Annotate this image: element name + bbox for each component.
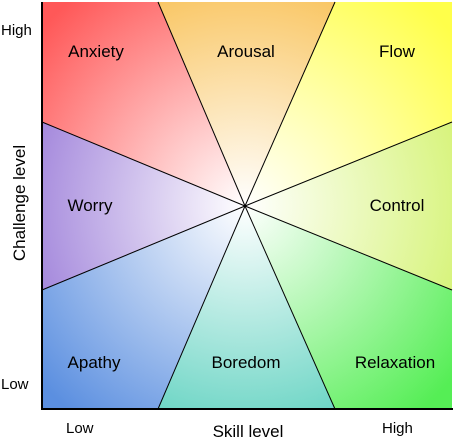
label-arousal: Arousal (217, 42, 275, 61)
region-arousal (158, 2, 335, 206)
label-flow: Flow (379, 42, 416, 61)
divider-control-relaxation (244, 205, 453, 291)
region-boredom (158, 206, 335, 409)
region-wedges (42, 2, 452, 409)
label-apathy: Apathy (68, 353, 121, 372)
y-axis-title: Challenge level (10, 145, 29, 261)
divider-boredom-relaxation (244, 205, 336, 410)
x-high-label: High (382, 420, 413, 437)
region-labels: Anxiety Arousal Flow Worry Control Apath… (67, 42, 435, 372)
divider-flow-control (244, 121, 453, 207)
divider-worry-apathy (41, 205, 246, 291)
divider-anxiety-arousal (157, 1, 246, 207)
axis-labels: High Low Low High Skill level Challenge … (1, 22, 413, 441)
region-apathy (42, 206, 245, 409)
region-control (245, 122, 452, 290)
region-flow (245, 2, 452, 206)
x-axis-title: Skill level (213, 422, 284, 438)
label-worry: Worry (67, 196, 113, 215)
label-anxiety: Anxiety (68, 42, 124, 61)
divider-arousal-flow (244, 1, 336, 207)
divider-apathy-boredom (157, 205, 246, 410)
label-relaxation: Relaxation (355, 353, 435, 372)
region-anxiety (42, 2, 245, 206)
region-worry (42, 122, 245, 290)
region-relaxation (245, 206, 452, 409)
divider-lines (41, 1, 453, 410)
y-low-label: Low (1, 376, 29, 393)
x-low-label: Low (66, 420, 94, 437)
y-high-label: High (1, 22, 32, 39)
axes (41, 2, 453, 410)
divider-anxiety-worry (41, 121, 246, 207)
label-boredom: Boredom (212, 353, 281, 372)
label-control: Control (370, 196, 425, 215)
